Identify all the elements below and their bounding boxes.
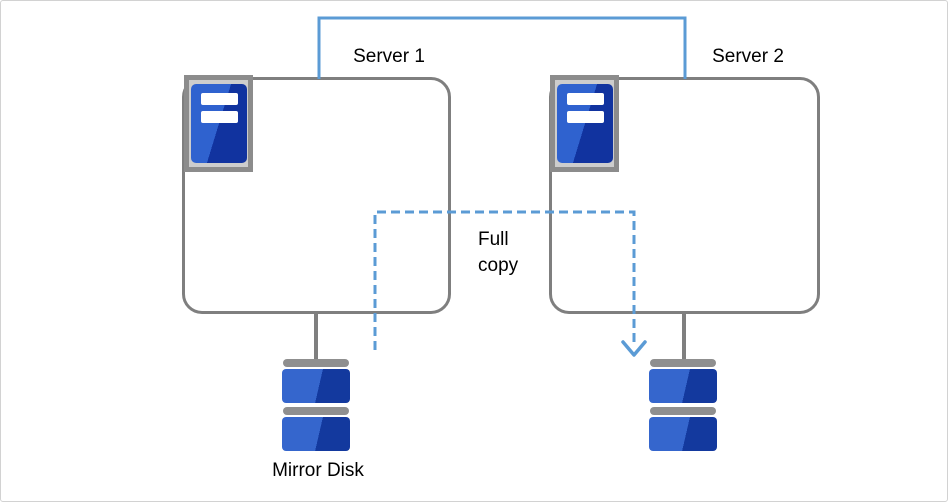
- disk-cap: [650, 407, 716, 415]
- server-drive-slot: [200, 111, 238, 123]
- mirror-disk-label: Mirror Disk: [272, 460, 364, 481]
- server-drive-slot: [200, 93, 238, 105]
- server1-label: Server 1: [353, 46, 425, 67]
- disk-cap: [283, 359, 349, 367]
- server1-icon: [184, 75, 253, 172]
- disk-platter: [649, 417, 717, 451]
- mirror-disk1-icon: [282, 359, 350, 451]
- server1-disk-connector-line: [314, 313, 318, 362]
- server-tower-icon: [556, 84, 613, 163]
- server2-icon: [550, 75, 619, 172]
- server-tower-icon: [190, 84, 247, 163]
- disk-cap: [283, 407, 349, 415]
- mirror-disk2-icon: [649, 359, 717, 451]
- disk-platter: [282, 417, 350, 451]
- disk-platter: [649, 369, 717, 403]
- full-copy-label: Full copy: [478, 229, 519, 276]
- disk-platter: [282, 369, 350, 403]
- server-drive-slot: [566, 93, 604, 105]
- server-drive-slot: [566, 111, 604, 123]
- disk-cap: [650, 359, 716, 367]
- arrow-down-icon: [621, 340, 647, 357]
- server2-label: Server 2: [712, 46, 784, 67]
- server2-disk-connector-line: [682, 313, 686, 362]
